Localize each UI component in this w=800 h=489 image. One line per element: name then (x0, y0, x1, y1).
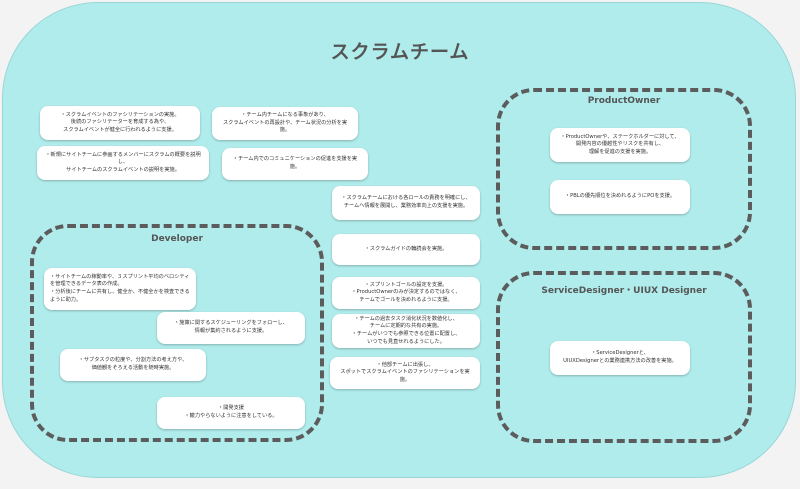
note-text: ・施策に関するスケジューリングをフォローし、 情報が集約されるように支援。 (174, 320, 288, 334)
note-text: ・ServiceDesignerと、 UIUXDesignerとの業務連携方法の… (563, 350, 677, 364)
sticky-note-task-metrics: ・チームの過去タスク消化状況を数値化し、 チームに定期的な共有の実施。 ・チーム… (332, 314, 480, 348)
note-text: ・チーム内チームになる事象があり、 スクラムイベントの再設計や、チーム状況の分析… (222, 112, 348, 134)
note-text: ・開発支援 ・轍力やらないように注意をしている。 (184, 405, 278, 419)
product-owner-zone (496, 88, 752, 250)
sticky-note-facilitation: ・スクラムイベントのファシリテーションの実施。 後続のファシリテーターを育成する… (40, 106, 200, 140)
sticky-note-external-facilitation: ・他部チームに出張し、 スポットでスクラムイベントのファシリテーションを実施。 (330, 357, 480, 389)
developer-zone-title: Developer (151, 234, 203, 244)
board-title: スクラムチーム (330, 41, 470, 63)
sticky-note-subtasks: ・サブタスクの粒度や、分割方法の考え方や、 価値観をそろえる活動を随時実施。 (60, 349, 206, 381)
note-text: ・スクラムガイドの輪読会を実施。 (364, 245, 448, 252)
sticky-note-velocity-table: ・サイトチームの稼動率や、３スプリント平均のベロシティを管理できるデータ表の作成… (44, 268, 196, 310)
note-text: ・スクラムチームにおける各ロールの責務を明確にし、 チームへ情報を展開し、業務効… (341, 195, 471, 209)
sticky-note-onboarding: ・新規にサイトチームに参画するメンバーにスクラムの概要を説明し、 サイトチームの… (37, 146, 209, 180)
sticky-note-sprint-goal: ・スプリントゴールの設定を支援。 ・ProductOwnerのみが決定するのでは… (332, 277, 480, 309)
sticky-note-communication: ・チーム内でのコミュニケーションの促進を支援を実施。 (222, 148, 368, 180)
sticky-note-reading-circle: ・スクラムガイドの輪読会を実施。 (332, 234, 480, 265)
service-designer-zone (496, 271, 752, 443)
sticky-note-roles: ・スクラムチームにおける各ロールの責務を明確にし、 チームへ情報を展開し、業務効… (332, 186, 480, 220)
note-text: ・ProductOwnerや、ステークホルダーに対して、 開発内容の優越性やリス… (560, 133, 680, 155)
note-text: ・サイトチームの稼動率や、３スプリント平均のベロシティを管理できるデータ表の作成… (50, 273, 190, 303)
note-text: ・スクラムイベントのファシリテーションの実施。 後続のファシリテーターを育成する… (60, 111, 180, 133)
product-owner-zone-title: ProductOwner (587, 96, 661, 106)
note-text: ・サブタスクの粒度や、分割方法の考え方や、 価値観をそろえる活動を随時実施。 (78, 357, 188, 371)
sticky-note-po-risk-sharing: ・ProductOwnerや、ステークホルダーに対して、 開発内容の優越性やリス… (550, 128, 690, 162)
note-text: ・チーム内でのコミュニケーションの促進を支援を実施。 (232, 156, 358, 170)
sticky-note-dev-support: ・開発支援 ・轍力やらないように注意をしている。 (157, 397, 305, 429)
sticky-note-scheduling: ・施策に関するスケジューリングをフォローし、 情報が集約されるように支援。 (157, 312, 305, 344)
note-text: ・PBLの優先順位を決めれるようにPOを支援。 (564, 193, 676, 200)
developer-zone (30, 224, 324, 442)
note-text: ・チームの過去タスク消化状況を数値化し、 チームに定期的な共有の実施。 ・チーム… (351, 315, 461, 345)
note-text: ・他部チームに出張し、 スポットでスクラムイベントのファシリテーションを実施。 (340, 361, 470, 383)
sticky-note-event-redesign: ・チーム内チームになる事象があり、 スクラムイベントの再設計や、チーム状況の分析… (212, 107, 358, 140)
note-text: ・スプリントゴールの設定を支援。 ・ProductOwnerのみが決定するのでは… (351, 281, 461, 303)
sticky-note-pbl-priority: ・PBLの優先順位を決めれるようにPOを支援。 (550, 180, 690, 214)
sticky-note-designer-collaboration: ・ServiceDesignerと、 UIUXDesignerとの業務連携方法の… (550, 341, 690, 375)
note-text: ・新規にサイトチームに参画するメンバーにスクラムの概要を説明し、 サイトチームの… (45, 151, 201, 173)
service-designer-zone-title: ServiceDesigner・UIUX Designer (541, 286, 707, 296)
